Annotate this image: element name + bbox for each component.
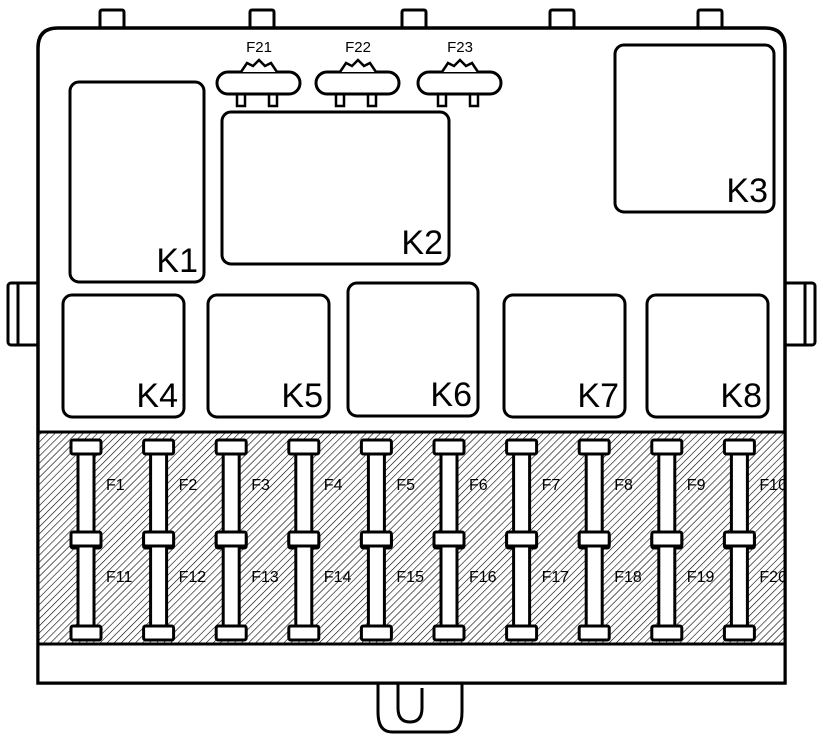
- fuse-f12: F12: [142, 530, 207, 642]
- fuse-f15: F15: [359, 530, 424, 642]
- relay-label: K2: [401, 224, 443, 262]
- relay-label: K7: [577, 377, 619, 415]
- side-tabs: [6, 281, 817, 347]
- mini-fuse-f23: F23: [416, 39, 503, 108]
- relay-k7: K7: [502, 293, 627, 419]
- relay-label: K1: [156, 242, 198, 280]
- mini-fuse-label: F22: [345, 39, 371, 56]
- mini-fuse-f22: F22: [314, 39, 401, 108]
- relay-k2: K2: [220, 110, 451, 266]
- fuse-label: F10: [759, 477, 787, 494]
- relay-label: K5: [281, 377, 323, 415]
- fuse-label: F19: [687, 569, 715, 586]
- fuse-label: F11: [106, 569, 132, 586]
- fuse-label: F1: [106, 477, 125, 494]
- fuse-label: F20: [759, 569, 787, 586]
- fuse-label: F18: [614, 569, 642, 586]
- mini-fuse-group: F21 F22 F23: [215, 39, 503, 108]
- mini-fuse-label: F23: [447, 39, 473, 56]
- fuse-f13: F13: [214, 530, 279, 642]
- relay-label: K8: [720, 377, 762, 415]
- fuse-label: F4: [324, 477, 343, 494]
- fuse-label: F8: [614, 477, 633, 494]
- fuse-f18: F18: [577, 530, 642, 642]
- fuse-f19: F19: [650, 530, 715, 642]
- relay-k8: K8: [645, 293, 770, 419]
- relay-k3: K3: [613, 43, 776, 214]
- bottom-clip: [376, 683, 464, 734]
- relay-k4: K4: [61, 293, 186, 419]
- fuse-label: F14: [324, 569, 352, 586]
- fuse-label: F12: [179, 569, 207, 586]
- fuse-label: F16: [469, 569, 497, 586]
- mini-fuse-f21: F21: [215, 39, 302, 108]
- fuse-f17: F17: [505, 530, 570, 642]
- relay-label: K6: [430, 376, 472, 414]
- relay-k6: K6: [346, 281, 480, 418]
- fuse-label: F17: [542, 569, 570, 586]
- fuse-f14: F14: [287, 530, 352, 642]
- fuse-label: F9: [687, 477, 706, 494]
- fuse-f16: F16: [432, 530, 497, 642]
- fuse-f20: F20: [722, 530, 787, 642]
- fuse-label: F13: [251, 569, 279, 586]
- relay-k5: K5: [206, 293, 331, 419]
- fuse-label: F2: [179, 477, 198, 494]
- fuse-f11: F11: [69, 530, 132, 642]
- fuse-label: F5: [396, 477, 415, 494]
- mini-fuse-label: F21: [246, 39, 272, 56]
- fuse-label: F6: [469, 477, 488, 494]
- fuse-label: F15: [396, 569, 424, 586]
- relay-label: K3: [726, 172, 768, 210]
- fuse-label: F7: [542, 477, 561, 494]
- top-clips: [98, 8, 724, 32]
- relay-k1: K1: [68, 80, 206, 284]
- relay-label: K4: [136, 377, 178, 415]
- fuse-label: F3: [251, 477, 270, 494]
- fuse-f4: F4: [287, 438, 343, 550]
